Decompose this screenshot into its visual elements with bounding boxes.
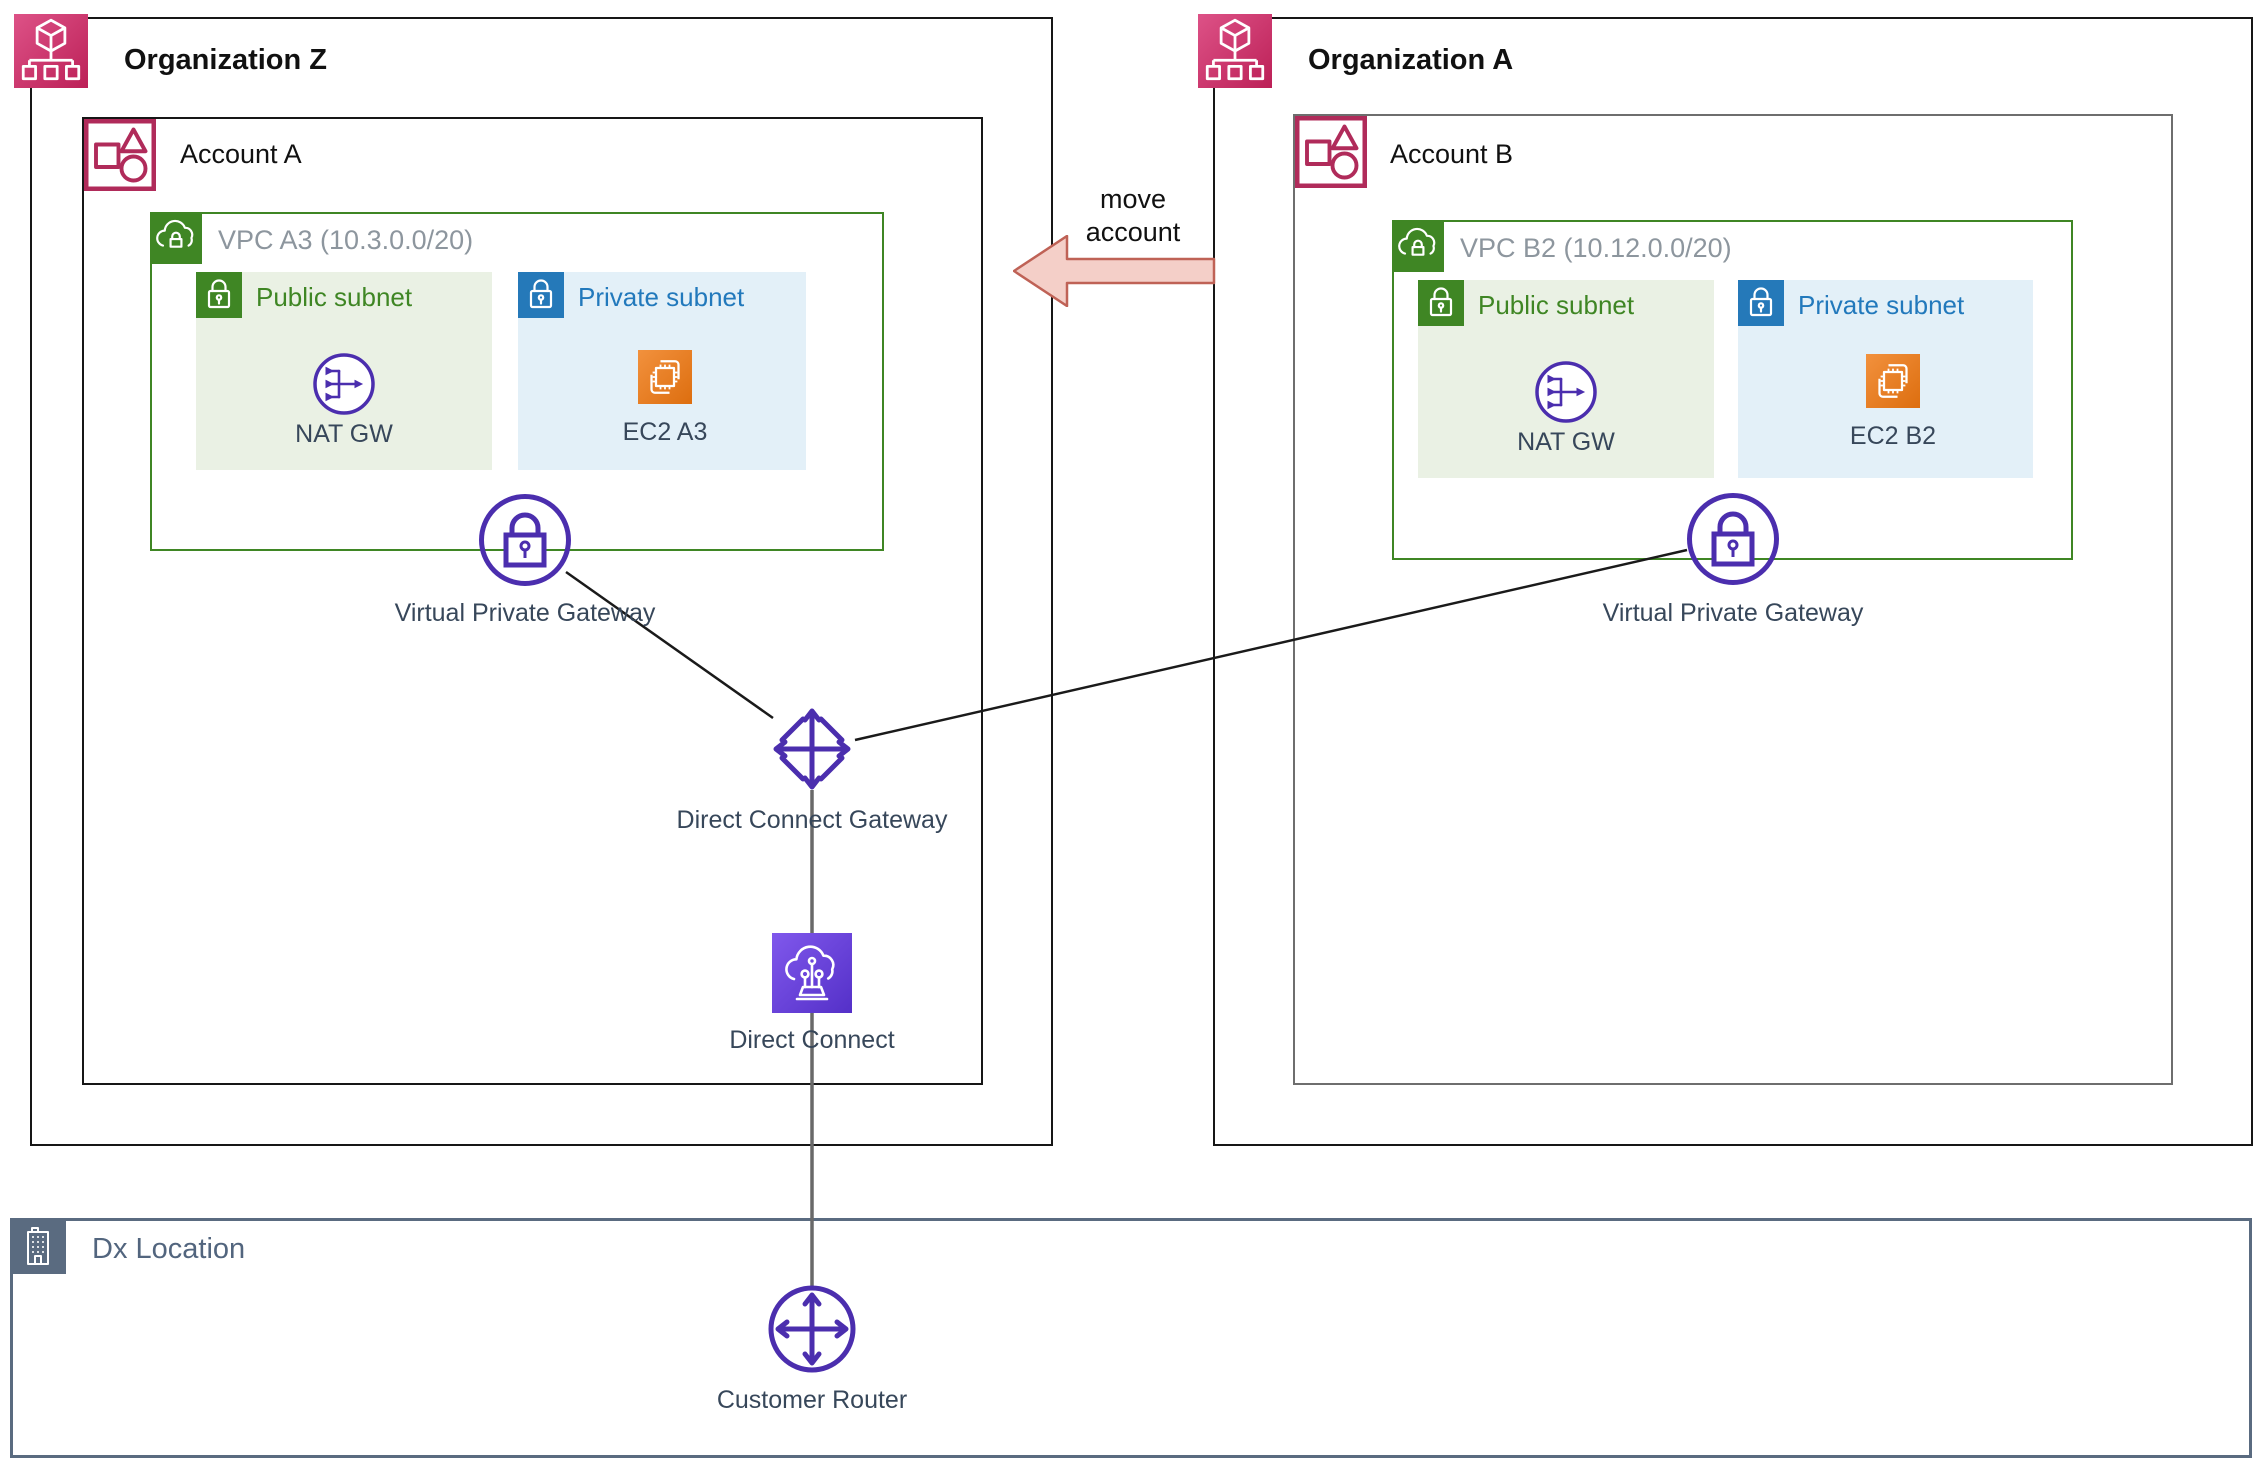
private-subnet-b-label: Private subnet xyxy=(1798,290,1965,320)
organizations-icon xyxy=(1198,14,1272,88)
virtual-private-gateway-icon xyxy=(479,494,571,586)
ec2-b2-label: EC2 B2 xyxy=(1849,422,1937,450)
private-subnet-lock-icon xyxy=(518,272,564,318)
ec2-instance-icon xyxy=(638,350,692,404)
organization-a-title: Organization A xyxy=(1308,44,1514,76)
vpc-icon xyxy=(1392,220,1444,272)
dx-gateway-label: Direct Connect Gateway xyxy=(676,806,948,834)
vpc-a3-label: VPC A3 (10.3.0.0/20) xyxy=(218,225,474,255)
direct-connect-icon xyxy=(772,933,852,1013)
nat-gw-b-label: NAT GW xyxy=(1517,428,1615,456)
account-b-title: Account B xyxy=(1390,139,1514,169)
organization-z-title: Organization Z xyxy=(124,44,327,76)
account-a-title: Account A xyxy=(180,139,302,169)
vpg-b-label: Virtual Private Gateway xyxy=(1602,599,1864,627)
direct-connect-gateway-icon xyxy=(773,708,851,790)
nat-gw-a-label: NAT GW xyxy=(295,420,393,448)
ec2-instance-icon xyxy=(1866,354,1920,408)
move-account-label: move account xyxy=(1085,184,1181,247)
move-account-arrow xyxy=(1013,235,1216,307)
ec2-a3-label: EC2 A3 xyxy=(622,418,708,446)
nat-gateway-icon xyxy=(1535,361,1597,423)
organizations-icon xyxy=(14,14,88,88)
account-icon xyxy=(84,119,156,191)
public-subnet-lock-icon xyxy=(1418,280,1464,326)
dx-location-title: Dx Location xyxy=(92,1233,246,1265)
private-subnet-a-label: Private subnet xyxy=(578,282,745,312)
public-subnet-a-label: Public subnet xyxy=(256,282,413,312)
vpc-b2-label: VPC B2 (10.12.0.0/20) xyxy=(1460,233,1732,263)
nat-gateway-icon xyxy=(313,353,375,415)
customer-router-label: Customer Router xyxy=(716,1386,908,1414)
public-subnet-b-label: Public subnet xyxy=(1478,290,1635,320)
customer-router-icon xyxy=(768,1285,856,1373)
direct-connect-label: Direct Connect xyxy=(729,1026,895,1054)
account-icon xyxy=(1295,116,1367,188)
vpg-a-label: Virtual Private Gateway xyxy=(394,599,656,627)
private-subnet-lock-icon xyxy=(1738,280,1784,326)
dx-location-building-icon xyxy=(10,1218,66,1274)
vpc-icon xyxy=(150,212,202,264)
public-subnet-lock-icon xyxy=(196,272,242,318)
virtual-private-gateway-icon xyxy=(1687,493,1779,585)
dx-location-box xyxy=(10,1218,2252,1458)
